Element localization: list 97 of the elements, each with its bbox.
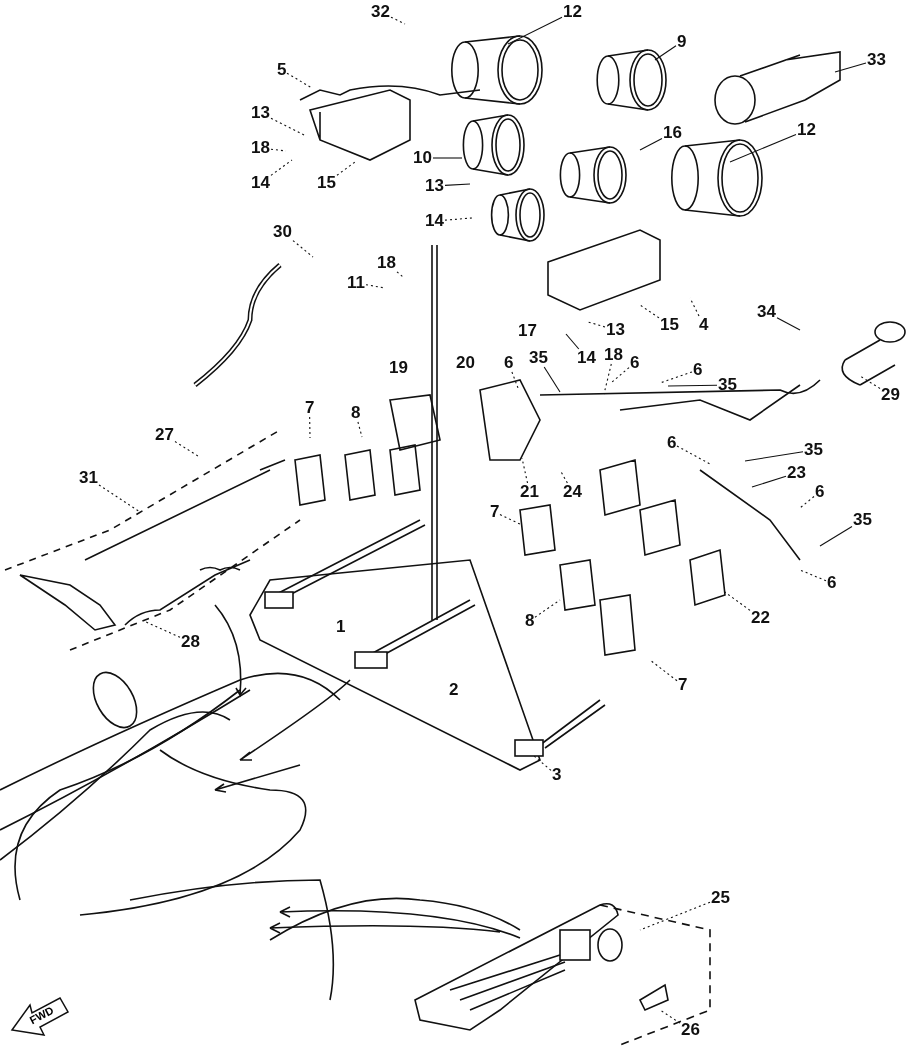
leader-line xyxy=(751,475,787,488)
leader-line xyxy=(511,371,519,389)
callout-number: 26 xyxy=(680,1021,701,1039)
leader-line xyxy=(521,457,529,484)
leader-line xyxy=(98,484,141,513)
leader-line xyxy=(444,183,471,186)
callout-number: 34 xyxy=(756,303,777,321)
leader-line xyxy=(639,137,663,151)
leader-line xyxy=(799,569,827,582)
leader-line xyxy=(659,1009,681,1024)
leader-line xyxy=(834,62,867,73)
callout-number: 4 xyxy=(698,316,710,334)
leader-line xyxy=(432,157,463,159)
leader-line xyxy=(543,366,561,393)
leader-line xyxy=(776,317,801,331)
callout-number: 18 xyxy=(376,254,397,272)
leader-line xyxy=(639,304,660,319)
leader-line xyxy=(357,421,363,438)
leader-line xyxy=(174,441,199,457)
leader-line xyxy=(654,45,677,61)
callout-number: 6 xyxy=(826,574,838,592)
callout-number: 35 xyxy=(803,441,824,459)
leader-line xyxy=(819,525,853,547)
callout-number: 10 xyxy=(412,149,433,167)
callout-number: 15 xyxy=(316,174,337,192)
callout-number: 6 xyxy=(629,354,641,372)
leader-line xyxy=(565,333,580,350)
callout-number: 27 xyxy=(154,426,175,444)
leader-line xyxy=(533,755,552,771)
callout-number: 33 xyxy=(866,51,887,69)
callout-number: 13 xyxy=(250,104,271,122)
callout-number: 19 xyxy=(388,359,409,377)
callout-number: 35 xyxy=(528,349,549,367)
leader-line xyxy=(799,495,815,509)
callout-number: 6 xyxy=(692,361,704,379)
callout-number: 21 xyxy=(519,483,540,501)
leader-line xyxy=(444,217,473,221)
leader-line xyxy=(270,159,293,176)
callout-number: 12 xyxy=(796,121,817,139)
leader-line xyxy=(292,240,314,258)
leader-line xyxy=(365,284,386,289)
callout-number: 1 xyxy=(335,618,347,636)
leader-line xyxy=(286,72,313,89)
callout-number: 5 xyxy=(276,61,288,79)
callout-number: 13 xyxy=(605,321,626,339)
leader-line xyxy=(649,659,678,682)
callout-number: 31 xyxy=(78,469,99,487)
callout-number: 30 xyxy=(272,223,293,241)
leader-line xyxy=(667,384,718,387)
callout-number: 29 xyxy=(880,386,901,404)
leader-line xyxy=(336,161,356,176)
callout-number: 7 xyxy=(677,676,689,694)
callout-number: 32 xyxy=(370,3,391,21)
callout-number: 16 xyxy=(662,124,683,142)
callout-number: 15 xyxy=(659,316,680,334)
leader-line xyxy=(676,445,711,465)
leader-line xyxy=(729,133,797,163)
leader-line xyxy=(611,367,630,383)
leader-line xyxy=(859,375,881,389)
callout-number: 35 xyxy=(717,376,738,394)
callout-number: 14 xyxy=(576,349,597,367)
callout-number: 7 xyxy=(304,399,316,417)
callout-number: 22 xyxy=(750,609,771,627)
callout-number: 35 xyxy=(852,511,873,529)
callout-number: 7 xyxy=(489,503,501,521)
leader-line xyxy=(507,16,563,45)
callout-number: 18 xyxy=(603,346,624,364)
callout-number: 25 xyxy=(710,889,731,907)
leader-line xyxy=(396,271,404,278)
callout-number: 9 xyxy=(676,33,688,51)
leader-line xyxy=(744,451,804,462)
leader-line xyxy=(603,363,612,395)
callout-number: 6 xyxy=(666,434,678,452)
callout-number: 20 xyxy=(455,354,476,372)
callout-number: 14 xyxy=(250,174,271,192)
direction-label: FWD xyxy=(27,1003,56,1027)
callout-number: 24 xyxy=(562,483,583,501)
leader-line xyxy=(587,321,606,328)
leader-line xyxy=(145,621,181,638)
leader-line xyxy=(309,416,311,439)
leader-line xyxy=(270,117,307,137)
callout-number: 6 xyxy=(503,354,515,372)
callout-number: 12 xyxy=(562,3,583,21)
callout-number: 8 xyxy=(350,404,362,422)
leader-line xyxy=(659,371,693,384)
callout-number: 17 xyxy=(517,322,538,340)
callout-number: 3 xyxy=(551,766,563,784)
callout-number: 6 xyxy=(814,483,826,501)
callout-number: 23 xyxy=(786,464,807,482)
callout-number: 14 xyxy=(424,212,445,230)
callout-number: 28 xyxy=(180,633,201,651)
callout-number: 18 xyxy=(250,139,271,157)
callout-number: 2 xyxy=(448,681,460,699)
leader-line xyxy=(499,514,523,526)
callout-number: 11 xyxy=(346,274,366,292)
callout-number: 8 xyxy=(524,612,536,630)
callout-number: 13 xyxy=(424,177,445,195)
